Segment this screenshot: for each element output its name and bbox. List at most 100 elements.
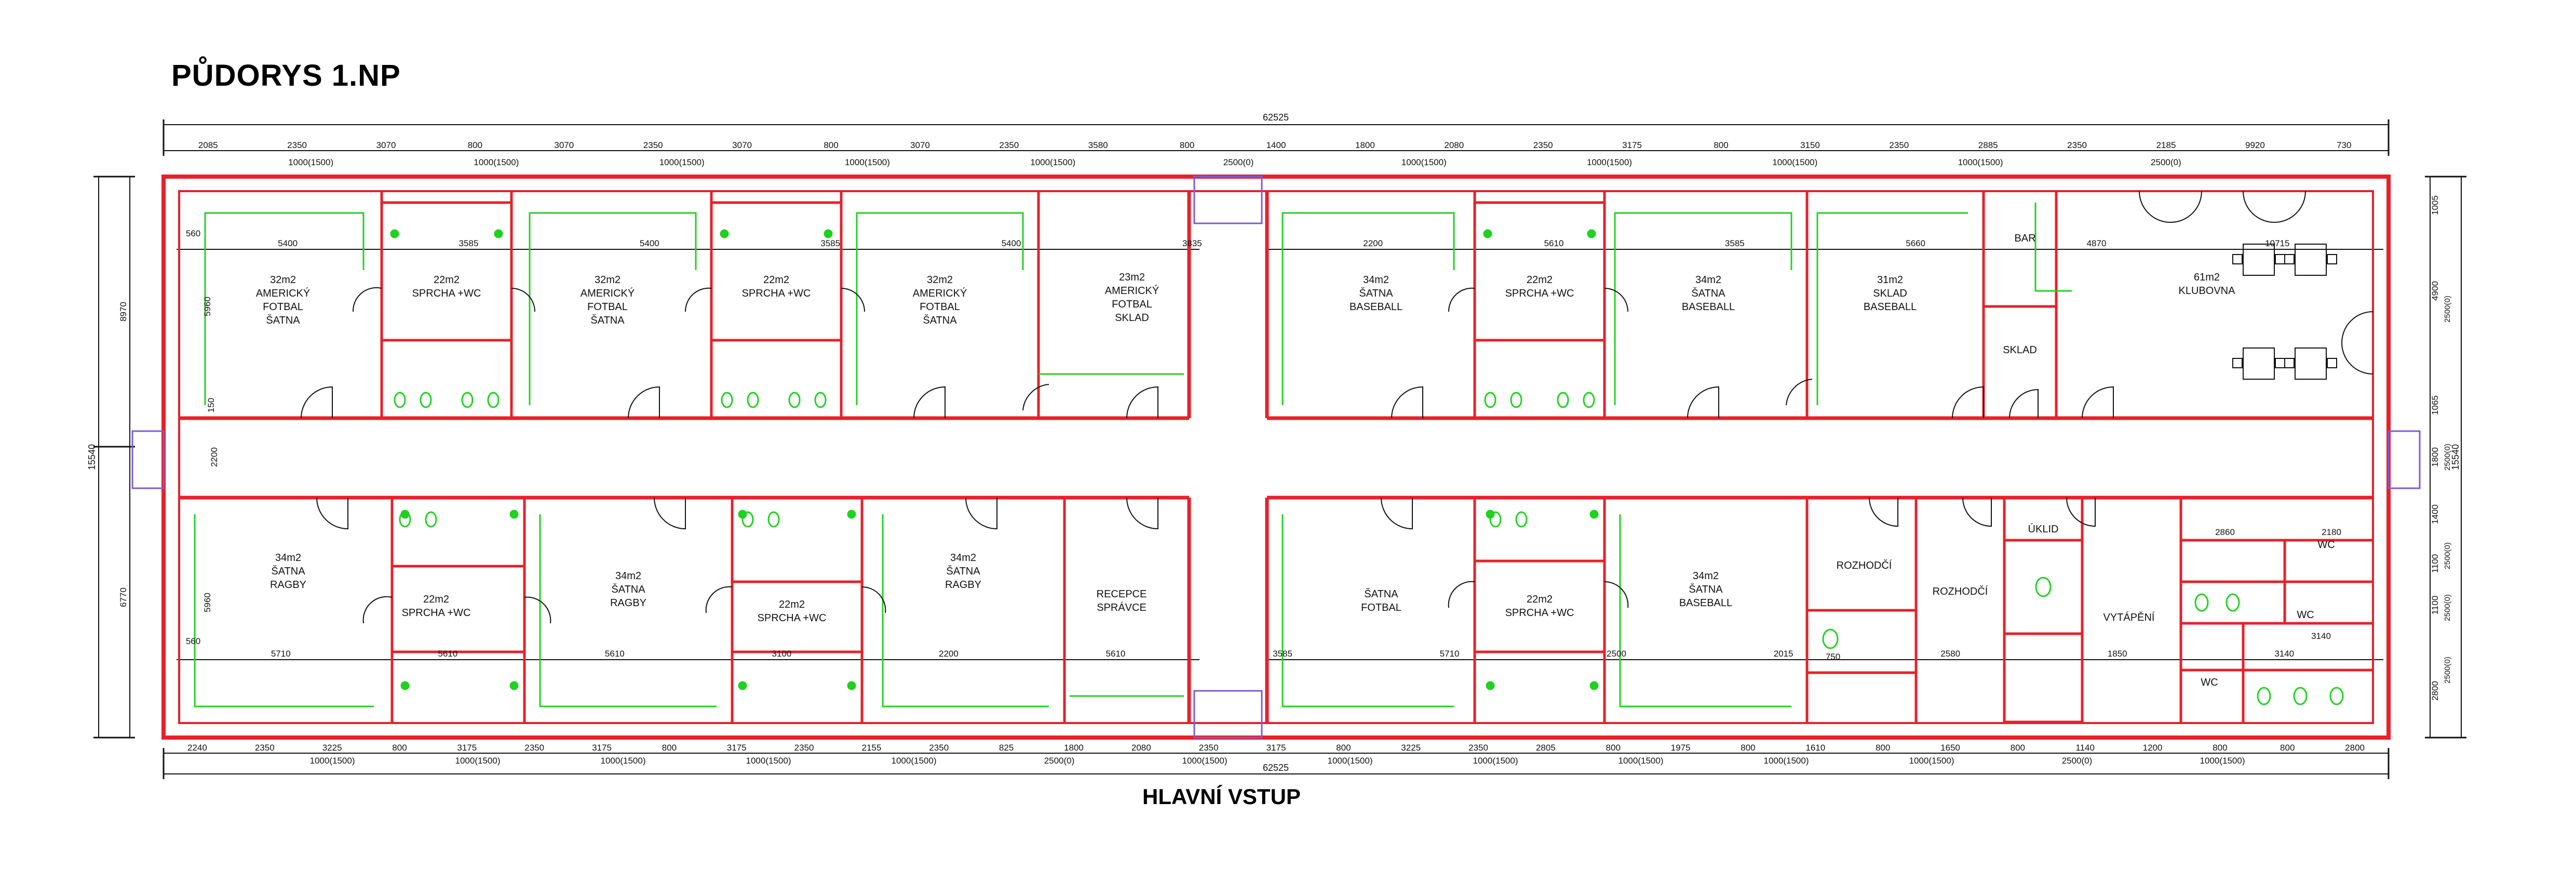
entrance-glazing <box>131 176 2421 739</box>
room-label-r6: SKLAD <box>1115 312 1149 324</box>
opening-right: 2500(0) <box>2443 542 2452 569</box>
dimension-top: 9920 <box>2245 140 2265 150</box>
dimension-bottom: 800 <box>392 743 407 753</box>
corridor-walls <box>179 191 2373 723</box>
dimension-interior-bottom: 3100 <box>772 649 791 659</box>
room-label-r26: VYTÁPĚNÍ <box>2103 611 2155 623</box>
dimension-bottom: 2350 <box>1468 743 1488 753</box>
dimension-top: 2350 <box>999 140 1019 150</box>
dimension-misc: 750 <box>1826 652 1840 662</box>
top-opening-labels: 1000(1500) 1000(1500) 1000(1500) 1000(1500)… <box>288 157 2181 167</box>
dimension-bottom: 800 <box>1606 743 1621 753</box>
opening-top: 1000(1500) <box>1958 157 2003 167</box>
dimension-interior-bottom: 3585 <box>1273 649 1292 659</box>
opening-bottom: 1000(1500) <box>310 756 355 766</box>
room-label-r21: 22m2 <box>1527 594 1553 605</box>
opening-top: 1000(1500) <box>474 157 519 167</box>
opening-top: 1000(1500) <box>1030 157 1075 167</box>
dimension-misc: 5960 <box>203 297 212 316</box>
room-label-r13: 61m2 <box>2194 272 2220 283</box>
dimension-bottom: 800 <box>1876 743 1890 753</box>
dimension-interior-top: 5400 <box>640 238 659 248</box>
room-label-r3: 32m2 <box>595 274 621 286</box>
dimension-top: 3070 <box>732 140 752 150</box>
dimension-bottom: 800 <box>1336 743 1351 753</box>
dimension-interior-bottom: 5610 <box>605 649 625 659</box>
room-label-r3: ŠATNA <box>590 314 625 326</box>
opening-bottom: 1000(1500) <box>455 756 501 766</box>
dimension-top: 3580 <box>1088 140 1108 150</box>
dimension-interior-top: 5400 <box>1002 238 1021 248</box>
main-entrance-label: HLAVNÍ VSTUP <box>1142 784 1301 809</box>
dimension-interior-bottom: 2015 <box>1774 649 1793 659</box>
room-label-r19: SPRÁVCE <box>1097 601 1147 613</box>
dimension-bottom: 3175 <box>727 743 747 753</box>
dimension-top: 2185 <box>2156 140 2176 150</box>
room-label-r17: SPRCHA +WC <box>758 612 827 624</box>
room-label-r15: SPRCHA +WC <box>402 607 471 619</box>
opening-bottom: 1000(1500) <box>1619 756 1664 766</box>
dimension-interior-top: 3585 <box>820 238 840 248</box>
dimension-top: 2080 <box>1444 140 1464 150</box>
room-label-r7: BASEBALL <box>1350 301 1402 313</box>
dimension-right: 1400 <box>2430 504 2440 524</box>
room-label-r18: ŠATNA <box>946 565 980 577</box>
room-label-r5: ŠATNA <box>923 314 957 326</box>
dimension-right: 2800 <box>2430 681 2440 701</box>
dimension-top: 800 <box>824 140 838 150</box>
dimension-top: 3175 <box>1622 140 1642 150</box>
dimension-interior-bottom: 2580 <box>1940 649 1960 659</box>
dimension-bottom: 1650 <box>1940 743 1960 753</box>
dimension-top: 800 <box>1714 140 1728 150</box>
room-label-r1: ŠATNA <box>266 314 300 326</box>
dimension-top: 1800 <box>1355 140 1375 150</box>
bottom-opening-labels: 1000(1500) 1000(1500) 1000(1500) 1000(1500)… <box>310 756 2245 766</box>
room-label-r23: ROZHODČÍ <box>1837 559 1892 571</box>
dimension-bottom: 825 <box>999 743 1014 753</box>
room-label-r19: RECEPCE <box>1097 589 1147 600</box>
dimension-interior-top: 2200 <box>1363 238 1383 248</box>
room-label-r5: FOTBAL <box>920 301 960 313</box>
dimension-bottom: 1200 <box>2143 743 2163 753</box>
room-label-r7: 34m2 <box>1363 274 1389 286</box>
dimension-bottom: 2240 <box>187 743 207 753</box>
dimension-misc: 150 <box>206 398 216 412</box>
opening-bottom: 1000(1500) <box>892 756 937 766</box>
overall-top-dimension: 62525 <box>1263 112 1289 123</box>
dimension-lines <box>93 119 2466 779</box>
dimension-interior-bottom: 5710 <box>1440 649 1460 659</box>
opening-bottom: 1000(1500) <box>1473 756 1518 766</box>
dimension-interior-top: 3835 <box>1182 238 1202 248</box>
room-label-r27: WC <box>2317 539 2335 551</box>
room-label-r13: KLUBOVNA <box>2179 285 2236 297</box>
dimension-bottom: 2080 <box>1131 743 1151 753</box>
opening-top: 2500(0) <box>2151 157 2181 167</box>
dimension-top: 730 <box>2337 140 2351 150</box>
dimension-bottom: 3175 <box>1266 743 1286 753</box>
room-label-r3: AMERICKÝ <box>581 287 635 299</box>
room-label-r17: 22m2 <box>779 599 805 610</box>
dimension-top: 800 <box>468 140 482 150</box>
dimension-interior-bottom: 5610 <box>1106 649 1126 659</box>
opening-top: 1000(1500) <box>1401 157 1447 167</box>
dimension-bottom: 2805 <box>1536 743 1556 753</box>
dimension-misc: 3140 <box>2311 631 2331 641</box>
dimension-right: 1100 <box>2430 554 2440 573</box>
dimension-right: 1800 <box>2430 447 2440 467</box>
room-label-r6: AMERICKÝ <box>1105 285 1159 297</box>
opening-right: 2500(0) <box>2443 296 2452 323</box>
dimension-top: 2350 <box>287 140 307 150</box>
opening-bottom: 1000(1500) <box>1764 756 1809 766</box>
overall-bottom-dimension: 62525 <box>1263 763 1289 773</box>
dimension-interior-top: 3585 <box>1725 238 1745 248</box>
room-label-r9: 34m2 <box>1695 274 1721 286</box>
dimension-bottom: 800 <box>2280 743 2295 753</box>
dimension-interior-bottom: 5610 <box>438 649 457 659</box>
lower-partitions <box>390 498 2373 724</box>
dimension-interior-bottom: 3140 <box>2274 649 2294 659</box>
room-label-r10: BASEBALL <box>1864 301 1917 313</box>
room-label-r14: ŠATNA <box>271 565 305 577</box>
